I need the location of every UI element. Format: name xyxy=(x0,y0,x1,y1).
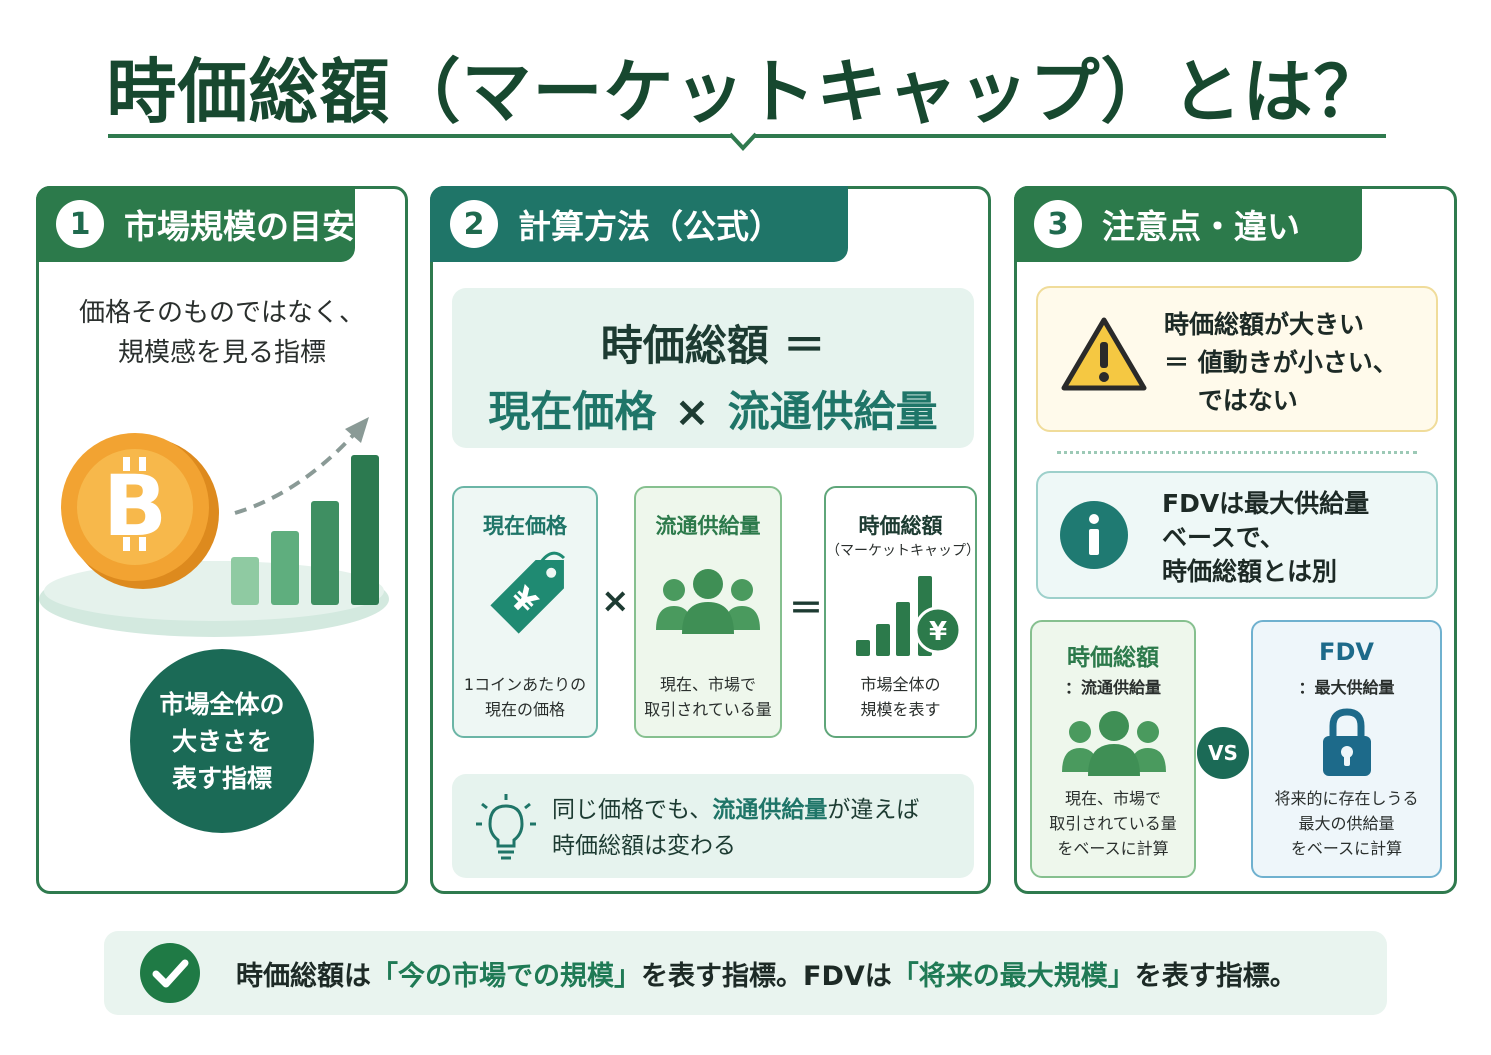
panel2-header: 2 計算方法（公式） xyxy=(430,186,848,262)
card-circulating-supply: 流通供給量 現在、市場で 取引されている量 xyxy=(634,486,782,738)
compare-left-description: 現在、市場で 取引されている量 をベースに計算 xyxy=(1049,789,1177,858)
info-box: FDVは最大供給量 ベースで、 時価総額とは別 xyxy=(1036,471,1438,599)
padlock-icon xyxy=(1323,708,1371,776)
summary-quote-future: 「将来の最大規模」 xyxy=(891,961,1135,992)
people-group-icon xyxy=(1062,711,1166,776)
section-divider xyxy=(1057,451,1417,454)
formula-price: 現在価格 xyxy=(488,387,657,436)
yen-price-tag-icon: ¥ xyxy=(490,551,566,634)
tip-highlight: 流通供給量 xyxy=(712,797,828,823)
panel3-heading: 注意点・違い xyxy=(1102,207,1300,246)
compare-fdv: FDV ：最大供給量 将来的に存在しうる 最大の供給量 をベースに計算 xyxy=(1251,620,1442,878)
formula-supply: 流通供給量 xyxy=(727,387,938,436)
page-title: 時価総額（マーケットキャップ）とは？ xyxy=(106,51,1385,133)
panel-caveats: 3 注意点・違い 時価総額が大きい ＝ 値動きが小さい、 ではない FDVは最大… xyxy=(1014,186,1457,894)
panel1-heading: 市場規模の目安 xyxy=(124,207,355,246)
check-circle-icon xyxy=(140,943,200,1003)
panel2-number: 2 xyxy=(450,200,498,248)
panel3-number: 3 xyxy=(1034,200,1082,248)
formula-box: 時価総額 ＝ 現在価格 × 流通供給量 xyxy=(452,288,974,448)
market-size-illustration: B xyxy=(39,417,389,637)
summary-bar: 時価総額は「今の市場での規模」を表す指標。FDVは「将来の最大規模」を表す指標。 xyxy=(104,931,1387,1015)
multiply-operator: × xyxy=(601,581,630,621)
formula-multiply: × xyxy=(674,387,710,436)
summary-text: 時価総額は「今の市場での規模」を表す指標。FDVは「将来の最大規模」を表す指標。 xyxy=(236,954,1297,993)
warning-icon xyxy=(1061,317,1147,391)
panel-market-size: 1 市場規模の目安 価格そのものではなく、 規模感を見る指標 B 市場全体の 大… xyxy=(36,186,408,894)
summary-quote-now: 「今の市場での規模」 xyxy=(371,961,641,992)
card-cap-subtitle: （マーケットキャップ） xyxy=(826,543,980,559)
compare-market-cap: 時価総額 ：流通供給量 現在、市場で 取引されている量 をベースに計算 xyxy=(1030,620,1196,878)
card-price-title: 現在価格 xyxy=(483,514,567,538)
summary-b: を表す指標。FDVは xyxy=(641,961,892,992)
svg-text:¥: ¥ xyxy=(929,617,947,647)
summary-c: を表す指標。 xyxy=(1134,961,1297,992)
yen-chart-icon: ¥ xyxy=(856,576,962,656)
card-supply-title: 流通供給量 xyxy=(655,514,761,538)
title-divider-notch xyxy=(728,132,758,151)
compare-left-title: 時価総額 xyxy=(1067,645,1159,671)
panel-calculation: 2 計算方法（公式） 時価総額 ＝ 現在価格 × 流通供給量 現在価格 ¥ 1コイン… xyxy=(430,186,991,894)
summary-a: 時価総額は xyxy=(236,961,371,992)
formula-result: 時価総額 ＝ xyxy=(600,321,826,370)
compare-right-description: 将来的に存在しうる 最大の供給量 をベースに計算 xyxy=(1274,789,1419,858)
compare-right-title: FDV xyxy=(1319,638,1374,666)
card-cap-description: 市場全体の 規模を表す xyxy=(860,675,941,719)
card-supply-description: 現在、市場で 取引されている量 xyxy=(644,675,772,719)
panel2-heading: 計算方法（公式） xyxy=(518,207,782,246)
tip-text-a: 同じ価格でも、 xyxy=(552,797,713,823)
vs-badge: VS xyxy=(1197,727,1249,779)
tip-text-line2: 時価総額は変わる xyxy=(552,833,736,859)
card-cap-title: 時価総額 xyxy=(858,514,943,538)
panel1-header: 1 市場規模の目安 xyxy=(36,186,355,262)
card-price-description: 1コインあたりの 現在の価格 xyxy=(463,675,587,719)
info-icon xyxy=(1060,501,1128,569)
panel3-header: 3 注意点・違い xyxy=(1014,186,1362,262)
tip-text: 同じ価格でも、流通供給量が違えば 時価総額は変わる xyxy=(552,792,919,864)
card-market-cap: 時価総額 （マーケットキャップ） ¥ 市場全体の 規模を表す xyxy=(824,486,980,738)
warning-box: 時価総額が大きい ＝ 値動きが小さい、 ではない xyxy=(1036,286,1438,432)
bitcoin-coin-icon: B xyxy=(61,433,219,589)
compare-right-subtitle: ：最大供給量 xyxy=(1298,678,1395,697)
rising-bar-chart-icon xyxy=(231,417,379,605)
people-group-icon xyxy=(656,569,760,634)
panel1-number: 1 xyxy=(56,200,104,248)
panel1-description: 価格そのものではなく、 規模感を見る指標 xyxy=(78,298,365,368)
card-current-price: 現在価格 ¥ 1コインあたりの 現在の価格 xyxy=(452,486,598,738)
svg-text:B: B xyxy=(103,457,167,555)
tip-text-b: が違えば xyxy=(827,797,920,823)
equals-operator: ＝ xyxy=(789,589,823,629)
compare-left-subtitle: ：流通供給量 xyxy=(1064,678,1161,697)
formula-expression: 現在価格 × 流通供給量 xyxy=(452,378,974,439)
market-indicator-badge: 市場全体の 大きさを 表す指標 xyxy=(130,649,314,833)
lightbulb-icon xyxy=(476,794,536,860)
warning-text: 時価総額が大きい ＝ 値動きが小さい、 ではない xyxy=(1164,310,1398,415)
tip-box: 同じ価格でも、流通供給量が違えば 時価総額は変わる xyxy=(452,774,974,878)
info-text: FDVは最大供給量 ベースで、 時価総額とは別 xyxy=(1162,489,1370,586)
